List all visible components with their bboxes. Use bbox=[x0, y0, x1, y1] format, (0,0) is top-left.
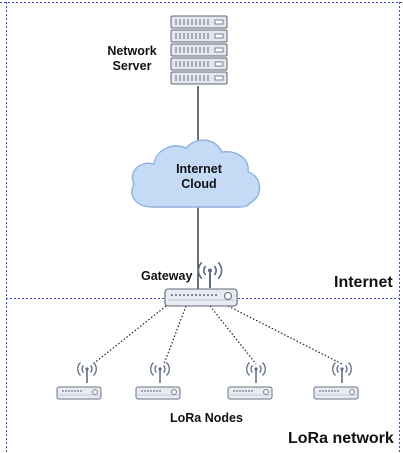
cloud-icon bbox=[131, 139, 261, 208]
cloud-label-line2: Cloud bbox=[181, 177, 217, 191]
cloud-label: Internet Cloud bbox=[166, 162, 232, 192]
lora-network-zone-label: LoRa network bbox=[288, 430, 394, 447]
node-4-icon bbox=[313, 386, 359, 400]
cloud-label-line1: Internet bbox=[176, 162, 222, 176]
server-label: Network Server bbox=[107, 44, 157, 74]
node-4-antenna-icon bbox=[331, 361, 353, 384]
radio-link-node-4 bbox=[227, 305, 343, 365]
node-1-antenna-icon bbox=[76, 361, 98, 384]
radio-link-node-2 bbox=[163, 305, 187, 365]
node-1-icon bbox=[56, 386, 102, 400]
radio-link-node-3 bbox=[209, 305, 257, 365]
gateway-label: Gateway bbox=[141, 269, 193, 283]
node-2-antenna-icon bbox=[149, 361, 171, 384]
server-icon bbox=[170, 15, 228, 85]
internet-zone-label: Internet bbox=[334, 274, 393, 291]
lora-nodes-label: LoRa Nodes bbox=[170, 411, 243, 425]
node-3-antenna-icon bbox=[245, 361, 267, 384]
server-label-line2: Server bbox=[112, 59, 152, 73]
node-3-icon bbox=[227, 386, 273, 400]
node-2-icon bbox=[135, 386, 181, 400]
server-label-line1: Network bbox=[107, 44, 157, 58]
gateway-icon bbox=[164, 288, 238, 307]
radio-link-node-1 bbox=[92, 305, 167, 365]
gateway-antenna-icon bbox=[197, 261, 223, 289]
